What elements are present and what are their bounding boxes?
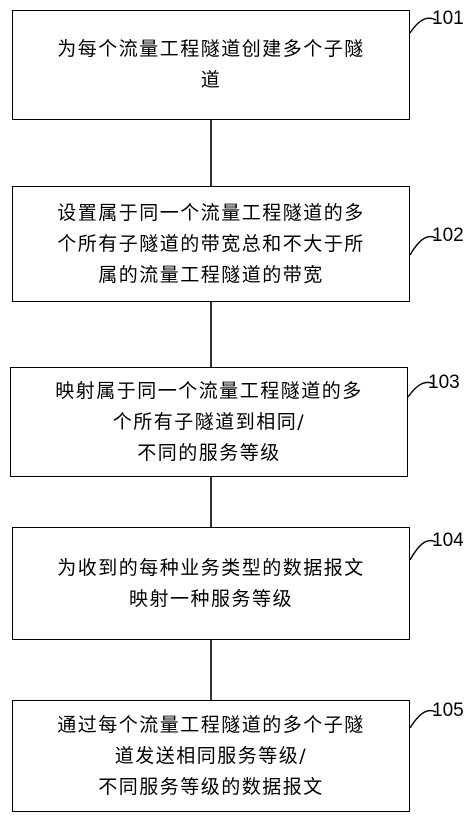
step-text-104: 为收到的每种业务类型的数据报文 映射一种服务等级 bbox=[13, 553, 409, 615]
step-text-101: 为每个流量工程隧道创建多个子隧 道 bbox=[13, 34, 409, 96]
step-102-line-1: 设置属于同一个流量工程隧道的多 bbox=[57, 201, 365, 224]
step-104-line-2: 映射一种服务等级 bbox=[128, 587, 293, 610]
leader-104 bbox=[409, 539, 437, 561]
step-103-line-3: 不同的服务等级 bbox=[137, 441, 281, 464]
step-101-line-2: 道 bbox=[200, 69, 222, 91]
step-text-105: 通过每个流量工程隧道的多个子隧 道发送相同服务等级/ 不同服务等级的数据报文 bbox=[13, 710, 409, 803]
step-104-line-1: 为收到的每种业务类型的数据报文 bbox=[57, 556, 365, 579]
step-label-103: 103 bbox=[428, 372, 460, 393]
step-box-103: 映射属于同一个流量工程隧道的多 个所有子隧道到相同/ 不同的服务等级 bbox=[10, 367, 408, 477]
leader-102 bbox=[409, 235, 437, 256]
step-label-104: 104 bbox=[432, 530, 464, 551]
step-label-102: 102 bbox=[432, 225, 464, 246]
step-label-101: 101 bbox=[432, 8, 464, 29]
step-105-line-3: 不同服务等级的数据报文 bbox=[98, 775, 324, 798]
step-101-line-1: 为每个流量工程隧道创建多个子隧 bbox=[57, 38, 365, 60]
step-label-105: 105 bbox=[432, 700, 464, 721]
step-box-104: 为收到的每种业务类型的数据报文 映射一种服务等级 bbox=[12, 527, 410, 640]
step-105-line-1: 通过每个流量工程隧道的多个子隧 bbox=[57, 713, 365, 736]
step-105-line-2: 道发送相同服务等级/ bbox=[114, 744, 308, 767]
step-box-101: 为每个流量工程隧道创建多个子隧 道 bbox=[12, 10, 410, 120]
step-box-105: 通过每个流量工程隧道的多个子隧 道发送相同服务等级/ 不同服务等级的数据报文 bbox=[12, 700, 410, 812]
step-103-line-2: 个所有子隧道到相同/ bbox=[112, 410, 306, 433]
step-102-line-2: 个所有子隧道的带宽总和不大于所 bbox=[57, 232, 365, 255]
step-text-102: 设置属于同一个流量工程隧道的多 个所有子隧道的带宽总和不大于所 属的流量工程隧道… bbox=[13, 198, 409, 291]
step-103-line-1: 映射属于同一个流量工程隧道的多 bbox=[55, 379, 363, 402]
step-102-line-3: 属的流量工程隧道的带宽 bbox=[98, 263, 324, 286]
leader-101 bbox=[409, 17, 437, 34]
leader-105 bbox=[409, 709, 437, 729]
step-box-102: 设置属于同一个流量工程隧道的多 个所有子隧道的带宽总和不大于所 属的流量工程隧道… bbox=[12, 186, 410, 302]
leader-103 bbox=[407, 381, 435, 398]
step-text-103: 映射属于同一个流量工程隧道的多 个所有子隧道到相同/ 不同的服务等级 bbox=[11, 376, 407, 469]
